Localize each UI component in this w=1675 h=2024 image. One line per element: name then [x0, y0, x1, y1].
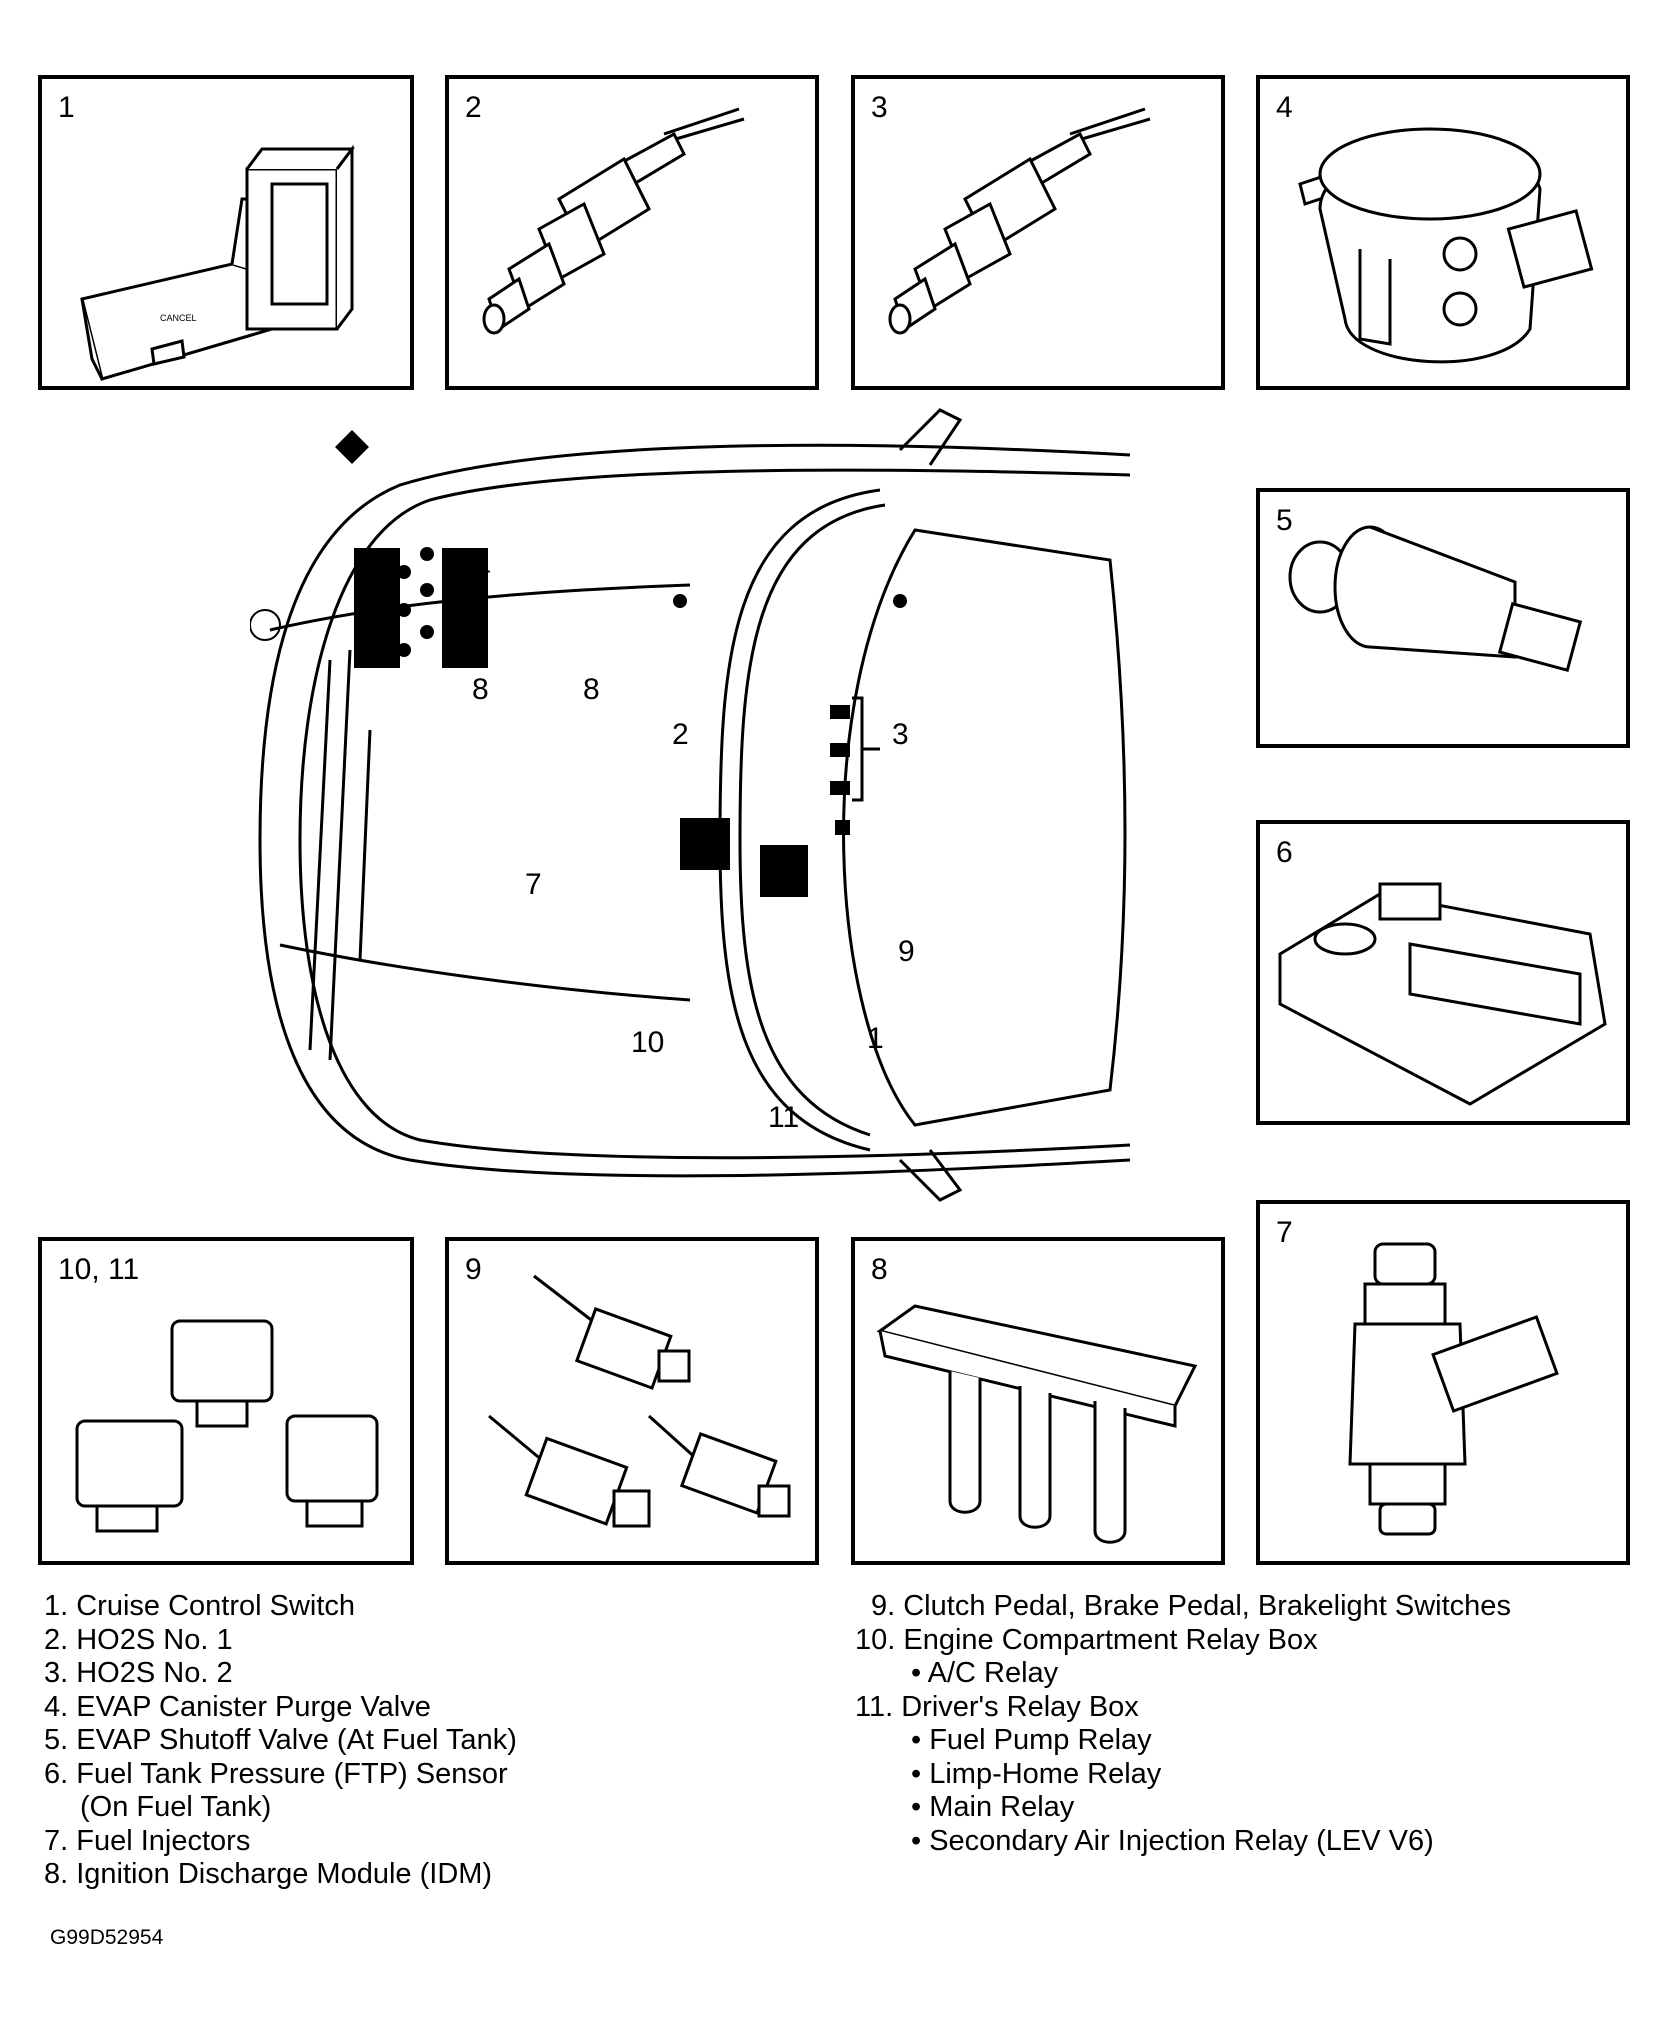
idm-drawing [876, 1304, 1198, 1544]
car-label-2: 2 [672, 718, 689, 751]
injector-marker [397, 603, 411, 617]
fuel-injector-drawing [1348, 1242, 1559, 1536]
panel-ho2s-no-1: 2 [445, 75, 819, 390]
legend-left: 1. Cruise Control Switch 2. HO2S No. 1 3… [44, 1590, 517, 1892]
legend-item: • A/C Relay [911, 1657, 1059, 1689]
figure-code: G99D52954 [50, 1926, 164, 1949]
evap-purge-valve-marker [335, 430, 369, 464]
injector-marker [420, 583, 434, 597]
panel-fuel-injector: 7 [1256, 1200, 1630, 1565]
panel-number: 7 [1276, 1216, 1293, 1249]
legend-item: 5. EVAP Shutoff Valve (At Fuel Tank) [44, 1724, 517, 1756]
panel-number: 5 [1276, 504, 1293, 537]
legend-item: • Secondary Air Injection Relay (LEV V6) [911, 1824, 1434, 1857]
panel-idm: 8 [851, 1237, 1225, 1565]
legend-item: 1. Cruise Control Switch [44, 1590, 356, 1622]
engine-relay-box-marker [680, 818, 730, 870]
pedal-switch-marker [830, 705, 850, 719]
ho2s-sensor-1-drawing [482, 107, 745, 335]
ho2s-sensor-2-drawing [888, 107, 1151, 335]
injector-marker [420, 547, 434, 561]
legend-item: 10. Engine Compartment Relay Box [855, 1623, 1318, 1656]
legend-item: 6. Fuel Tank Pressure (FTP) Sensor [44, 1757, 508, 1790]
panel-cruise-control-switch: 1 CANCEL [38, 75, 414, 390]
panel-number: 3 [871, 91, 888, 124]
legend-item: (On Fuel Tank) [80, 1791, 272, 1823]
legend-item: 7. Fuel Injectors [44, 1824, 251, 1857]
panel-number: 6 [1276, 836, 1293, 869]
car-label-7: 7 [525, 868, 542, 901]
car-label-9: 9 [898, 935, 915, 968]
car-label-3: 3 [892, 718, 909, 751]
relays-drawing [75, 1319, 379, 1533]
legend-item: • Fuel Pump Relay [911, 1724, 1152, 1756]
panel-number: 10, 11 [58, 1253, 140, 1286]
drivers-relay-box-marker [760, 845, 808, 897]
legend-item: 8. Ignition Discharge Module (IDM) [44, 1858, 493, 1890]
evap-purge-valve-drawing [1298, 127, 1594, 364]
pedal-switch-marker [830, 743, 850, 757]
vehicle-top-view-drawing [250, 408, 1130, 1202]
svg-text:CANCEL: CANCEL [160, 313, 197, 323]
legend-item: 3. HO2S No. 2 [44, 1657, 233, 1689]
panel-evap-shutoff-valve: 5 [1256, 488, 1630, 748]
cruise-switch-marker [835, 820, 850, 835]
panel-ho2s-no-2: 3 [851, 75, 1225, 390]
panel-number: 9 [465, 1253, 482, 1286]
panel-ftp-sensor: 6 [1256, 820, 1630, 1125]
panel-number: 2 [465, 91, 482, 124]
car-label-1: 1 [867, 1022, 884, 1055]
injector-marker [397, 643, 411, 657]
idm-right-marker [442, 548, 488, 668]
car-label-8: 8 [583, 673, 600, 706]
injector-marker [420, 625, 434, 639]
legend-right: 9. Clutch Pedal, Brake Pedal, Brakelight… [855, 1590, 1511, 1858]
ftp-sensor-drawing [1278, 882, 1607, 1106]
panel-number: 8 [871, 1253, 888, 1286]
legend-item: 9. Clutch Pedal, Brake Pedal, Brakelight… [871, 1590, 1511, 1622]
panel-relays: 10, 11 [38, 1237, 414, 1565]
legend-item: • Main Relay [911, 1791, 1075, 1823]
panel-pedal-switches: 9 [445, 1237, 819, 1565]
idm-left-marker [354, 548, 400, 668]
car-label-8: 8 [472, 673, 489, 706]
legend-item: 4. EVAP Canister Purge Valve [44, 1690, 431, 1723]
pedal-switches-drawing [488, 1274, 791, 1528]
legend-item: • Limp-Home Relay [911, 1757, 1162, 1790]
injector-marker [397, 565, 411, 579]
ho2s-2-marker [893, 594, 907, 608]
legend-item: 2. HO2S No. 1 [44, 1623, 233, 1656]
pedal-switch-marker [830, 781, 850, 795]
car-label-10: 10 [631, 1026, 665, 1059]
car-label-11: 11 [768, 1101, 800, 1134]
car-label-4: 4 [474, 551, 491, 584]
panel-number: 4 [1276, 91, 1293, 124]
panel-evap-purge-valve: 4 [1256, 75, 1630, 390]
ho2s-1-marker [673, 594, 687, 608]
legend-item: 11. Driver's Relay Box [855, 1690, 1139, 1723]
cruise-control-switch-drawing: CANCEL [80, 144, 355, 381]
evap-shutoff-valve-drawing [1288, 525, 1583, 673]
panel-number: 1 [58, 91, 75, 124]
